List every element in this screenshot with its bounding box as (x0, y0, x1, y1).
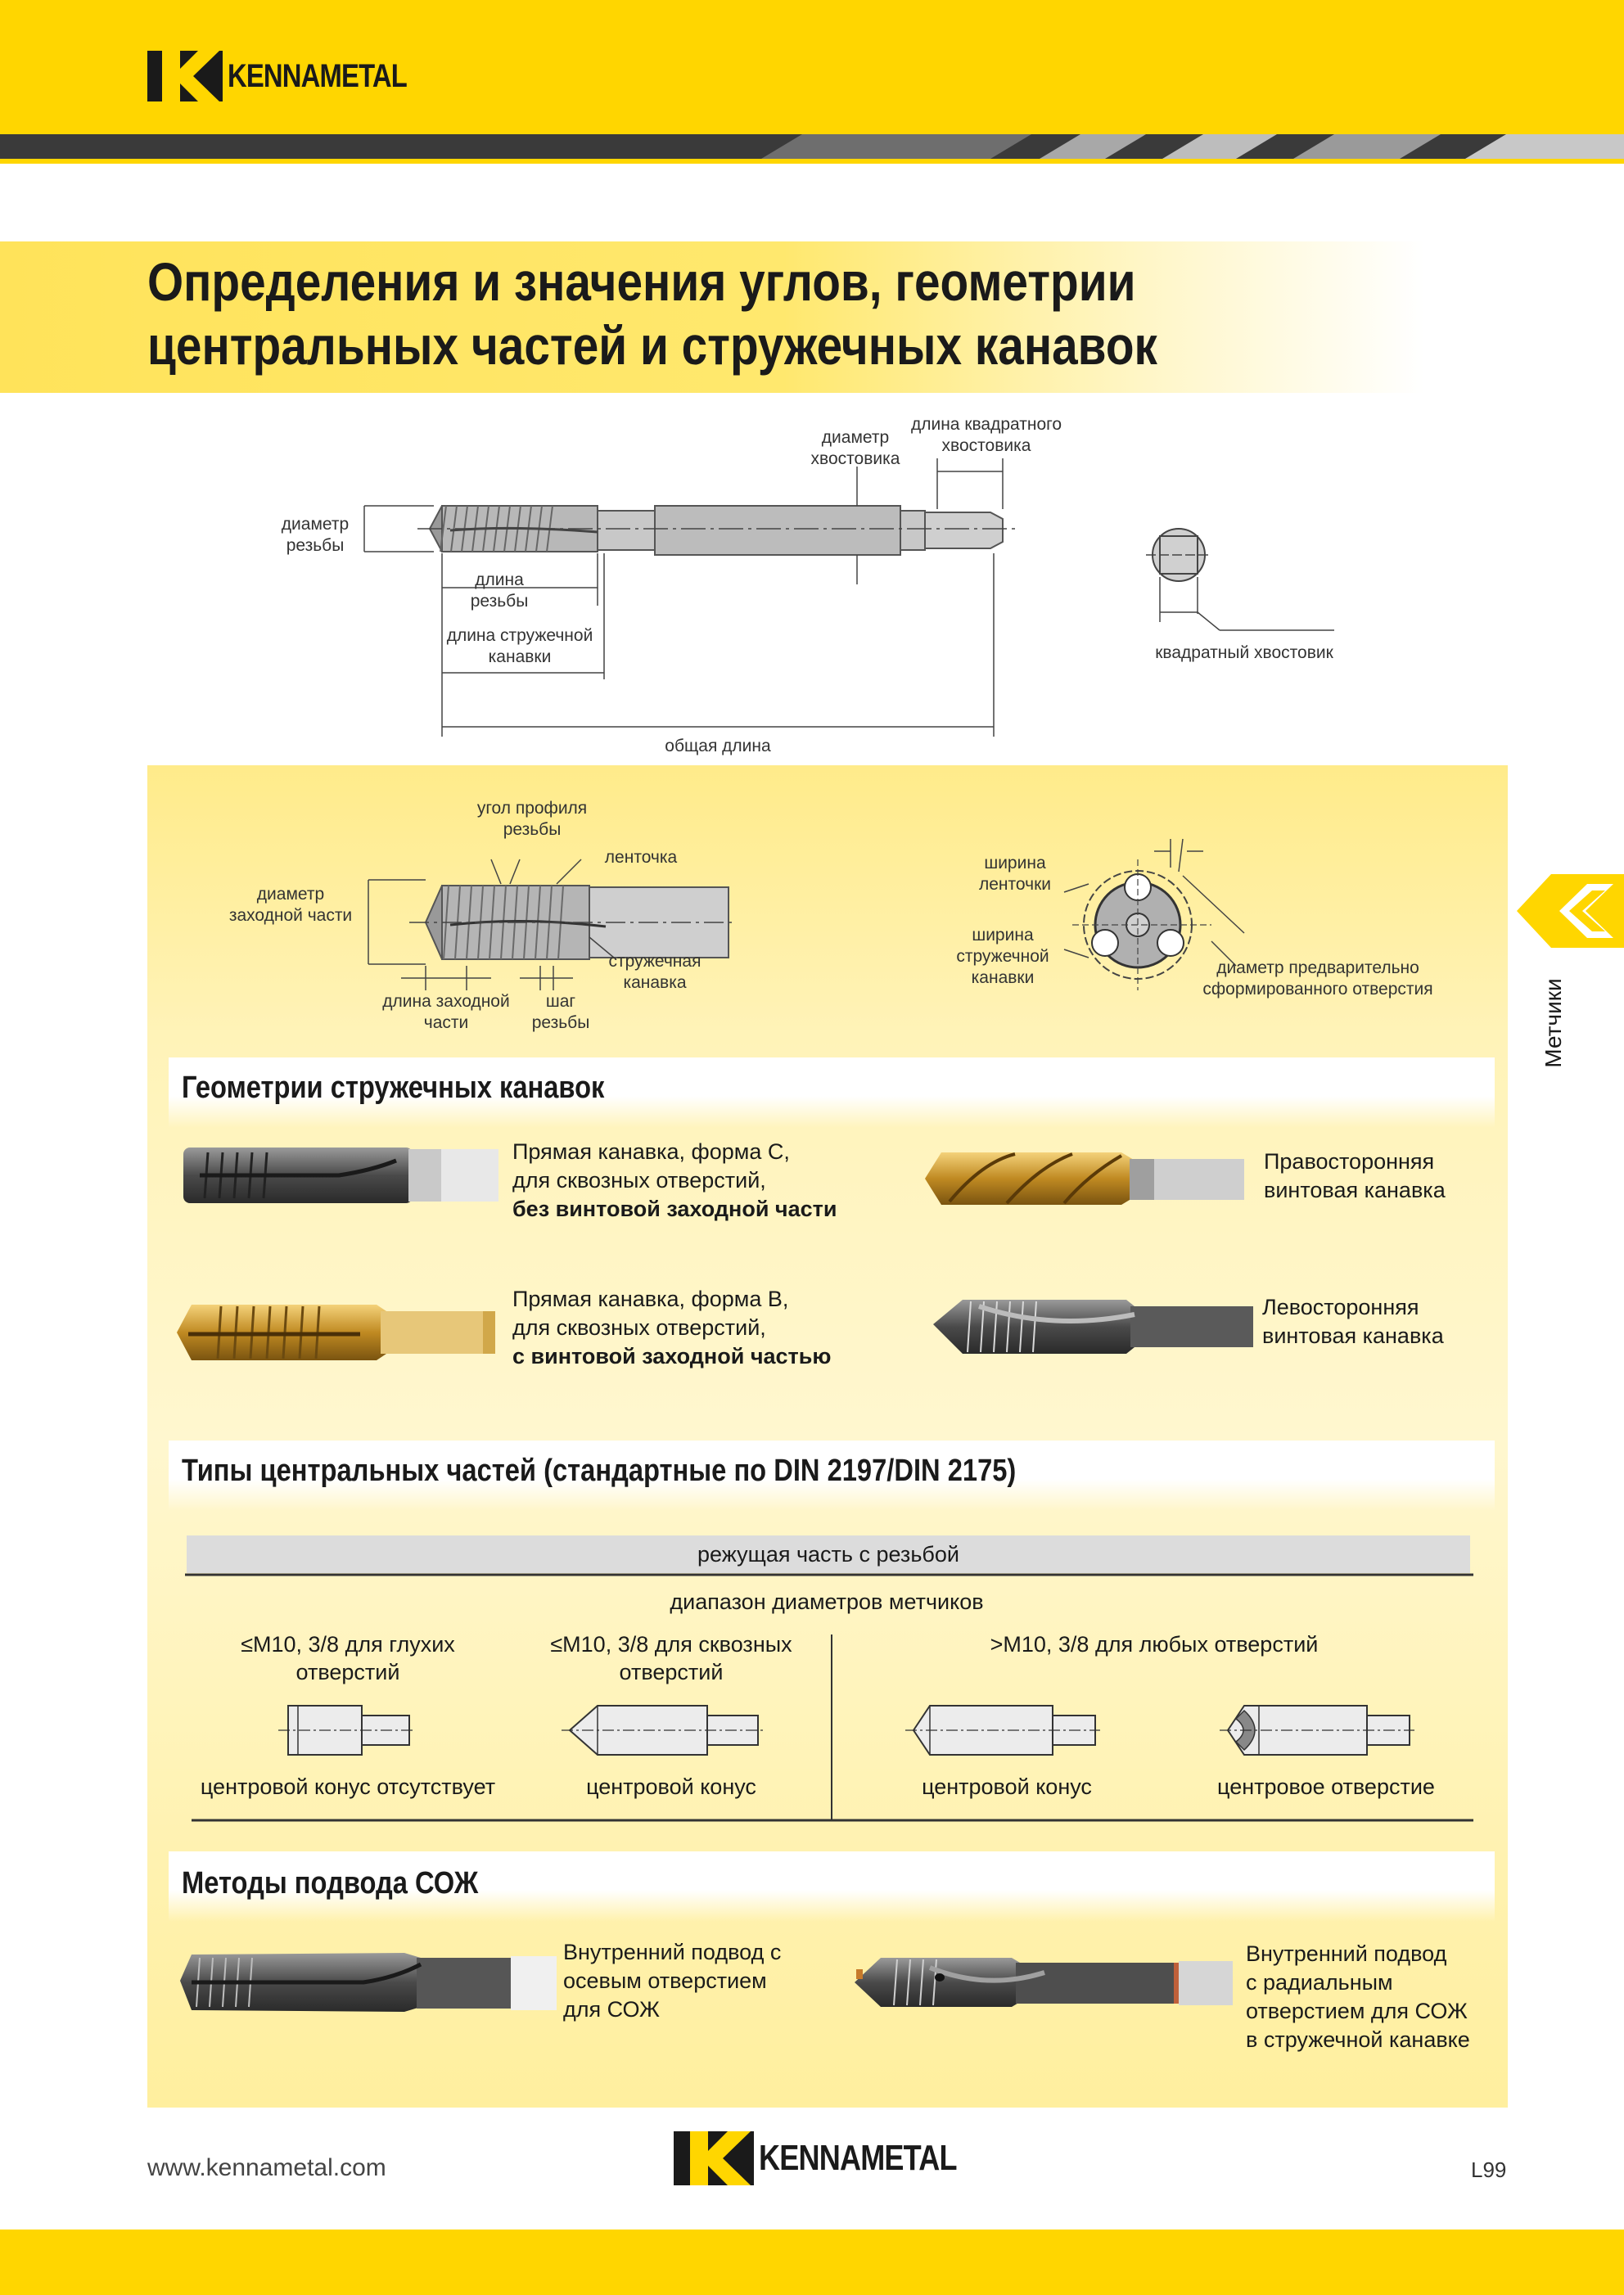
label-predrill-diameter: диаметр предварительно сформированного о… (1202, 958, 1433, 999)
shape-center-cone-2 (905, 1705, 1100, 1756)
side-tab-label: Метчики (1541, 978, 1566, 1068)
caption-no-center: центровой конус отсутствует (200, 1774, 496, 1799)
tap-image-right-helix (925, 1152, 1244, 1205)
tap-image-left-helix (933, 1300, 1253, 1354)
title-line-1: Определения и значения углов, геометрии (147, 251, 1136, 312)
coolant-header (169, 1851, 1495, 1922)
label-land: ленточка (604, 848, 678, 867)
group-blind-holes: ≤M10, 3/8 для глухих отверстий (241, 1632, 455, 1684)
brand-wordmark: KENNAMETAL (228, 57, 408, 94)
header-stripe (0, 129, 1624, 164)
caption-center-cone-2: центровой конус (922, 1774, 1092, 1799)
center-types-title: Типы центральных частей (стандартные по … (182, 1454, 1017, 1488)
caption-center-hole: центровое отверстие (1217, 1774, 1435, 1799)
label-flute-width: ширина стружечной канавки (956, 926, 1049, 987)
footer-website-link[interactable]: www.kennametal.com (147, 2154, 386, 2181)
caption-radial-coolant: Внутренний подвод с радиальным отверстие… (1246, 1941, 1470, 2052)
caption-left-helix: Левосторонняя винтовая канавка (1262, 1295, 1444, 1348)
title-band (0, 241, 1424, 393)
label-thread-diameter: диаметр резьбы (281, 515, 350, 555)
kennametal-k-icon (674, 2131, 754, 2185)
tap-image-straight-c (183, 1148, 498, 1203)
page-title: Определения и значения углов, геометрии … (147, 250, 1203, 377)
footer-band (0, 2230, 1624, 2295)
shape-center-hole (1220, 1705, 1414, 1756)
header-band (0, 0, 1624, 129)
chamfer-detail-diagram (368, 859, 737, 990)
tap-dimensions-diagram (363, 458, 1334, 737)
label-square-shank: квадратный хвостовик (1155, 643, 1333, 662)
label-flute-length: длина стружечной канавки (446, 626, 593, 666)
tap-image-axial-coolant (180, 1953, 557, 2012)
tap-image-radial-coolant (855, 1958, 1233, 2007)
label-thread-length: длина резьбы (470, 570, 529, 611)
label-shank-diameter: диаметр хвостовика (810, 428, 900, 468)
page-number: L99 (1471, 2157, 1507, 2182)
label-chamfer-length: длина заходной части (382, 992, 510, 1032)
cross-section-diagram (1063, 838, 1245, 990)
shape-center-cone-1 (562, 1705, 765, 1756)
side-tab-marker (1517, 874, 1624, 948)
label-overall-length: общая длина (665, 737, 771, 755)
coolant-title: Методы подвода СОЖ (182, 1866, 479, 1900)
center-types-header (169, 1441, 1495, 1511)
tap-image-straight-b (177, 1305, 495, 1360)
label-land-width: ширина ленточки (979, 854, 1051, 894)
kennametal-footer-logo: KENNAMETAL (674, 2131, 1000, 2185)
label-flute: стружечная канавка (608, 952, 701, 992)
caption-right-helix: Правосторонняя винтовая канавка (1264, 1149, 1446, 1202)
flute-geometry-title: Геометрии стружечных канавок (182, 1071, 605, 1105)
label-thread-angle: угол профиля резьбы (476, 799, 588, 839)
caption-straight-b: Прямая канавка, форма B, для сквозных от… (512, 1287, 832, 1368)
center-table-header: режущая часть с резьбой (187, 1535, 1470, 1573)
title-line-2: центральных частей и стружечных канавок (147, 315, 1157, 376)
center-table-subheader: диапазон диаметров метчиков (670, 1589, 984, 1614)
shape-no-center (278, 1705, 416, 1756)
caption-straight-c: Прямая канавка, форма C, для сквозных от… (512, 1139, 837, 1221)
group-through-holes: ≤M10, 3/8 для сквозных отверстий (550, 1632, 792, 1684)
kennametal-logo: KENNAMETAL (147, 51, 446, 101)
brand-wordmark-footer: KENNAMETAL (759, 2138, 957, 2178)
kennametal-k-icon (147, 51, 223, 101)
label-square-length: длина квадратного хвостовика (910, 415, 1062, 455)
caption-center-cone-1: центровой конус (586, 1774, 756, 1799)
caption-axial-coolant: Внутренний подвод с осевым отверстием дл… (563, 1940, 782, 2022)
label-pitch: шаг резьбы (531, 992, 590, 1032)
center-table-lines (185, 1573, 1473, 1822)
label-chamfer-diameter: диаметр заходной части (228, 885, 353, 925)
flute-geometry-header (169, 1057, 1495, 1128)
group-all-holes: >M10, 3/8 для любых отверстий (990, 1632, 1319, 1657)
